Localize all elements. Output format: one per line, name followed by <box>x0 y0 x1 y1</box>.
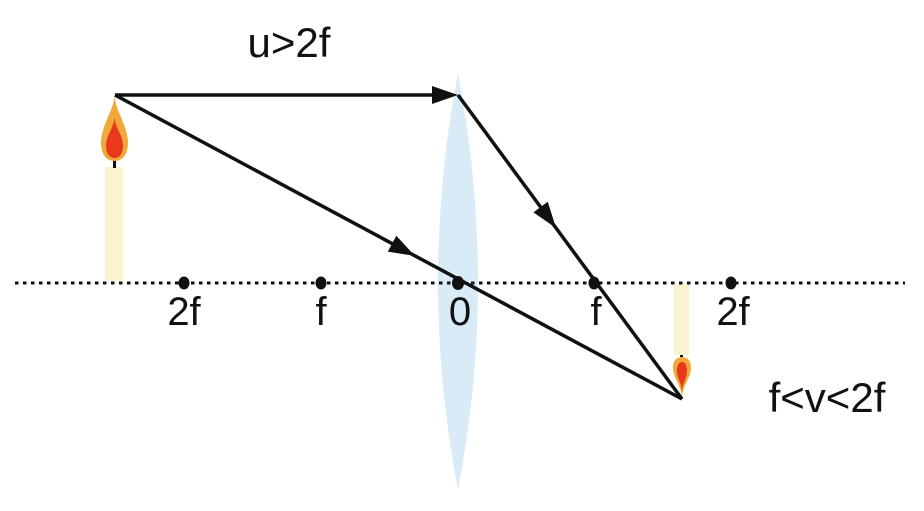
image-flame-inner <box>677 362 687 392</box>
object-candle-wick <box>113 158 116 168</box>
image-candle-body <box>674 284 689 355</box>
object-flame-inner <box>106 116 123 158</box>
parallel-ray-arrowhead <box>432 86 458 104</box>
object-candle-body <box>105 167 123 281</box>
object-distance-label: u>2f <box>248 19 331 66</box>
central-ray-arrowhead <box>387 235 415 256</box>
refracted-ray-arrowhead <box>533 201 556 228</box>
object-candle <box>101 94 128 281</box>
point-f-left-dot <box>315 276 327 290</box>
image-candle <box>673 284 691 399</box>
point-2f-left-dot <box>178 276 190 290</box>
axis-label-f-left: f <box>315 290 327 334</box>
axis-label-f-right: f <box>590 290 602 334</box>
refracted-ray <box>456 93 684 401</box>
axis-label-2f-left: 2f <box>167 290 201 334</box>
image-distance-label: f<v<2f <box>769 374 886 421</box>
point-2f-right-dot <box>725 276 737 290</box>
axis-label-2f-right: 2f <box>716 290 750 334</box>
axis-label-optical-centre: 0 <box>449 290 471 334</box>
